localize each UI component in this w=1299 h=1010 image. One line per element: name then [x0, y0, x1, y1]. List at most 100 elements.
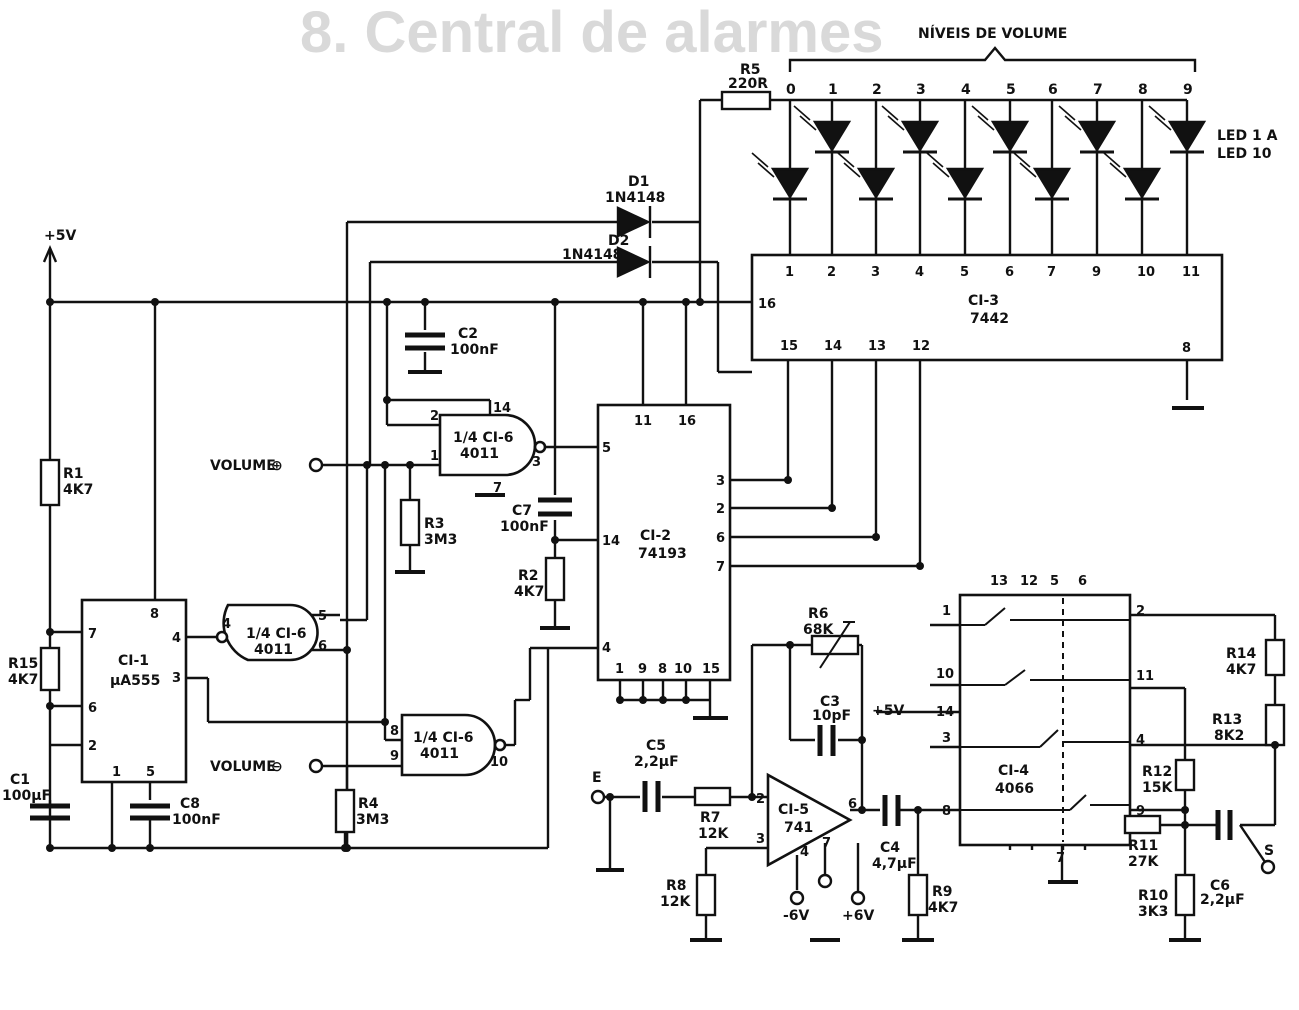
junction-dot — [858, 736, 866, 744]
r14-body — [1264, 638, 1286, 677]
ci2-pin-3: 3 — [716, 474, 725, 489]
ci3-body — [750, 253, 1224, 362]
ci2-pin-11: 11 — [634, 414, 652, 429]
gate2-name: 1/4 CI-6 — [246, 626, 307, 642]
capacitors — [30, 332, 1233, 840]
ci4-pin-6: 6 — [1078, 574, 1087, 589]
junction-dots — [46, 298, 1279, 852]
r13-value: 8K2 — [1214, 728, 1244, 744]
r3-body — [399, 498, 421, 547]
ci4-pin-2: 2 — [1136, 604, 1145, 619]
ci3-name: CI-3 — [968, 293, 999, 309]
ci1-name: CI-1 — [118, 653, 149, 669]
ci2-pin-2: 2 — [716, 502, 725, 517]
ci1-body — [80, 598, 188, 784]
ci2-pin-9: 9 — [638, 662, 647, 677]
c4-label: C4 — [880, 840, 900, 856]
c3-value: 10pF — [812, 708, 851, 724]
ci5-pin-3: 3 — [756, 832, 765, 847]
c8-label: C8 — [180, 796, 200, 812]
junction-dot — [616, 696, 624, 704]
led-1 — [751, 152, 810, 201]
r15-label: R15 — [8, 656, 38, 672]
r12-value: 15K — [1142, 780, 1173, 796]
ci3-top-pin: 11 — [1182, 265, 1200, 280]
led-label-2: LED 10 — [1217, 146, 1272, 162]
c1-value: 100μF — [2, 788, 51, 804]
level-number: 2 — [872, 82, 882, 98]
level-number: 6 — [1048, 82, 1058, 98]
junction-dot — [1181, 806, 1189, 814]
gate1-pin-3: 3 — [532, 455, 541, 470]
c6-value: 2,2μF — [1200, 892, 1245, 908]
input-e-terminal — [590, 789, 606, 805]
ground-symbols — [395, 370, 1204, 942]
ci4-body — [958, 593, 1132, 847]
ci5-pin-7: 7 — [822, 836, 831, 851]
junction-dot — [146, 844, 154, 852]
nand-gates — [215, 413, 547, 777]
r8-value: 12K — [660, 894, 691, 910]
junction-dot — [1181, 821, 1189, 829]
ci3-top-pin: 1 — [785, 265, 794, 280]
junction-dot — [916, 562, 924, 570]
minus-sign-icon: ⊖ — [271, 759, 283, 775]
r4-value: 3M3 — [356, 812, 389, 828]
junction-dot — [682, 298, 690, 306]
diodes — [616, 206, 652, 278]
ci3-top-pin: 5 — [960, 265, 969, 280]
c2-value: 100nF — [450, 342, 499, 358]
junction-dot — [108, 844, 116, 852]
c6-label: C6 — [1210, 878, 1230, 894]
faded-title: 8. Central de alarmes — [300, 0, 884, 65]
ci4-pin-1: 1 — [942, 604, 951, 619]
r7-value: 12K — [698, 826, 729, 842]
level-number: 4 — [961, 82, 971, 98]
r6-label: R6 — [808, 606, 829, 622]
r1-label: R1 — [63, 466, 84, 482]
junction-dot — [46, 702, 54, 710]
ci3-top-pin: 4 — [915, 265, 924, 280]
level-number: 7 — [1093, 82, 1103, 98]
ci2-pin-10: 10 — [674, 662, 692, 677]
ci3-top-pin: 2 — [827, 265, 836, 280]
junction-dot — [786, 641, 794, 649]
gate3-name: 1/4 CI-6 — [413, 730, 474, 746]
level-number: 0 — [786, 82, 796, 98]
junction-dot — [381, 461, 389, 469]
ci4-pin-14: 14 — [936, 705, 954, 720]
ci3-pin-13: 13 — [868, 339, 886, 354]
junction-dot — [46, 628, 54, 636]
ci3-top-pin: 9 — [1092, 265, 1101, 280]
ground-terminal — [817, 873, 833, 889]
r8-body — [695, 873, 717, 917]
led-5 — [926, 152, 985, 201]
r11-body — [1123, 814, 1162, 835]
input-e-label: E — [592, 770, 602, 786]
ci4-pin-5: 5 — [1050, 574, 1059, 589]
ci2-part: 74193 — [638, 546, 687, 562]
led-2 — [793, 105, 852, 154]
r3-value: 3M3 — [424, 532, 457, 548]
r10-label: R10 — [1138, 888, 1169, 904]
junction-dot — [682, 696, 690, 704]
junction-dot — [784, 476, 792, 484]
r2-body — [544, 556, 566, 602]
c2-label: C2 — [458, 326, 478, 342]
ci4-switches — [960, 598, 1130, 842]
ci3-top-pin: 7 — [1047, 265, 1056, 280]
gate1-pin-2: 2 — [430, 409, 439, 424]
r6-value: 68K — [803, 622, 834, 638]
ci4-pin-12: 12 — [1020, 574, 1038, 589]
r11-label: R11 — [1128, 838, 1158, 854]
ci1-pin-4: 4 — [172, 631, 181, 646]
r5-value: 220R — [728, 76, 768, 92]
gate3-pin-10: 10 — [490, 755, 508, 770]
junction-dot — [872, 533, 880, 541]
ci5-body — [766, 772, 853, 868]
c5-label: C5 — [646, 738, 666, 754]
d1-part: 1N4148 — [605, 190, 665, 206]
junction-dot — [406, 461, 414, 469]
